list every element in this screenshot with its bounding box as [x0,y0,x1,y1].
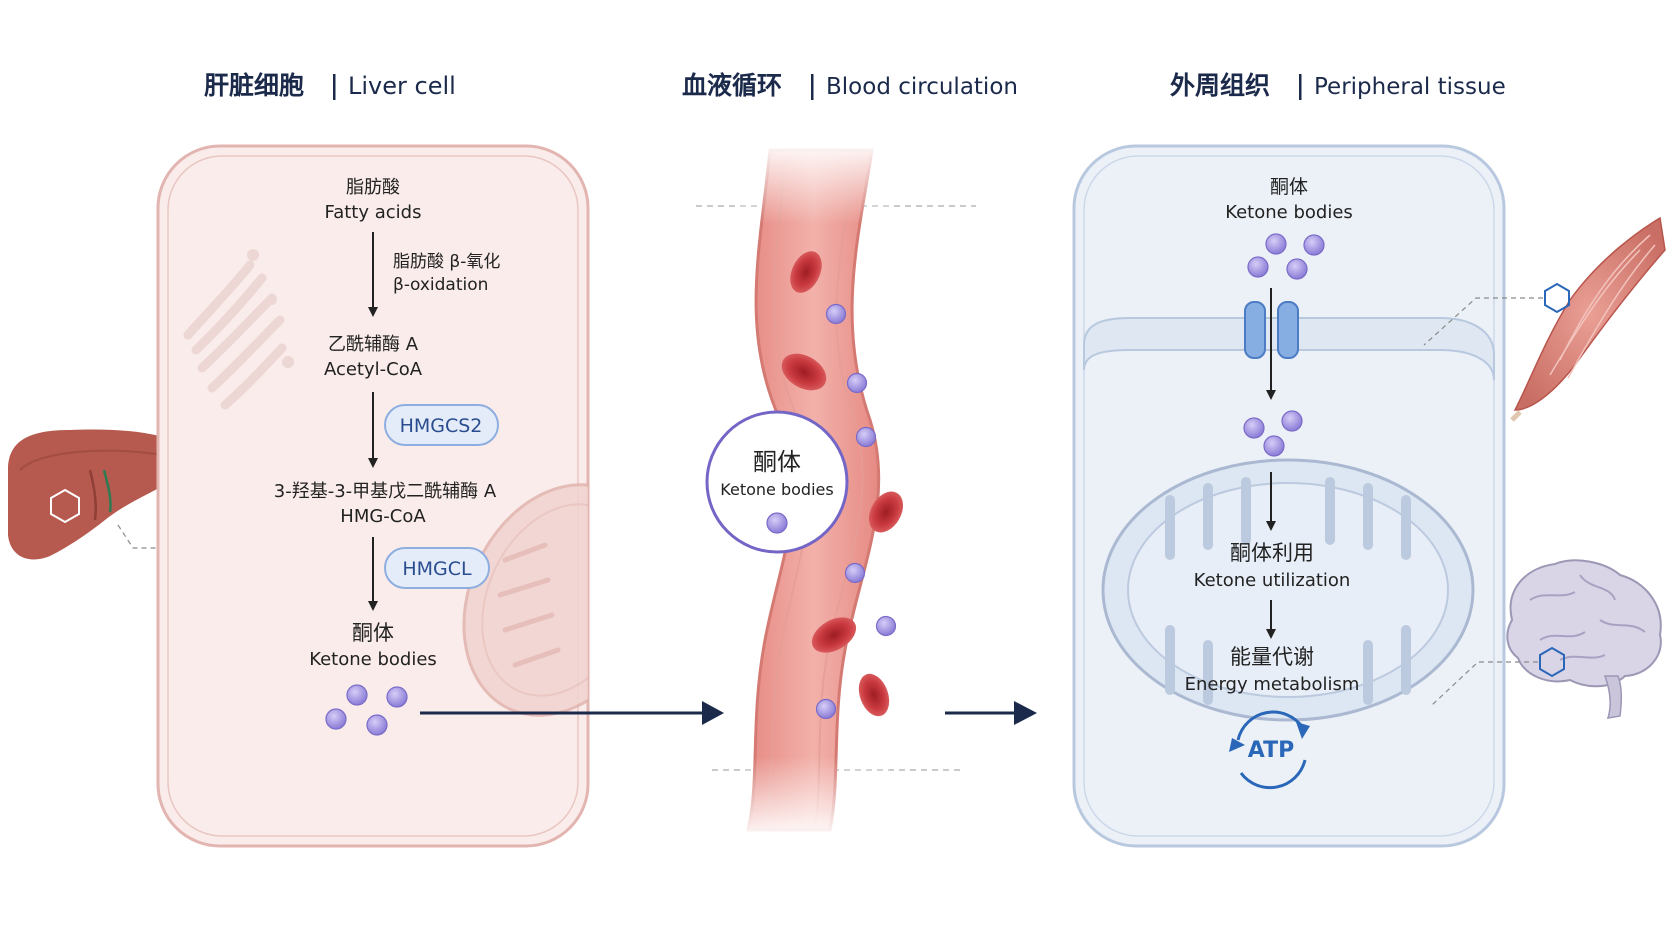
ketone-bodies-callout: 酮体 Ketone bodies [705,410,849,554]
acetyl-coa-label-cn: 乙酰辅酶 A [328,334,419,355]
title-divider [333,74,336,100]
title-divider [811,74,814,100]
title-blood-cn: 血液循环 [682,71,782,100]
ketone-body-dot [844,562,866,584]
acetyl-coa-label-en: Acetyl-CoA [324,359,423,380]
fatty-acids-label-cn: 脂肪酸 [346,177,400,198]
hmg-coa-label-cn: 3-羟基-3-甲基戊二酰辅酶 A [274,481,497,502]
enzyme-badge-hmgcl [384,547,490,589]
red-blood-cell [781,353,827,391]
ketone-body-dot [386,686,408,708]
atp-label: ATP [1248,738,1294,763]
beta-oxidation-label-en: β-oxidation [393,275,488,295]
red-blood-cell [858,673,890,717]
ketone-body-dot [366,714,388,736]
ketone-body-dot [1286,258,1308,280]
ketone-utilization-label-cn: 酮体利用 [1230,541,1314,565]
atp-cycle-icon: ATP [1229,710,1310,790]
ketone-body-dot [825,303,847,325]
ketone-bodies-in-blood [815,303,897,720]
enzyme-badge-hmgcs2 [384,404,499,446]
title-blood-en: Blood circulation [826,74,1018,100]
enzyme-hmgcs2-label: HMGCS2 [400,415,483,437]
ketone-utilization-label-en: Ketone utilization [1194,570,1351,591]
golgi-apparatus-illustration [183,249,294,410]
export-arrow-head [702,701,724,725]
ketone-body-dot [855,426,877,448]
transport-arrow-head [1014,701,1037,725]
mitochondrion-illustration [1101,458,1475,722]
ketone-body-dot [815,698,837,720]
red-blood-cell [811,617,857,653]
red-blood-cell [790,251,822,293]
ketone-body-dot [325,708,347,730]
membrane-transporter-icon [1244,301,1299,359]
brain-illustration [1431,559,1662,719]
muscle-illustration [1423,216,1666,422]
title-divider [1299,74,1302,100]
ketone-body-dot [1247,256,1269,278]
ketone-body-dot [875,615,897,637]
red-blood-cells [781,251,904,717]
energy-metabolism-label-en: Energy metabolism [1185,674,1360,695]
peripheral-cell-inner-membrane [1083,155,1495,837]
ketone-body-dot [766,512,788,534]
hmg-coa-label-en: HMG-CoA [340,506,426,527]
tissue-ketone-label-cn: 酮体 [1270,176,1308,198]
tissue-ketone-label-en: Ketone bodies [1225,202,1353,223]
ketone-body-dot [1263,435,1285,457]
enzyme-hmgcl-label: HMGCL [402,558,472,580]
section-title-blood: 血液循环 Blood circulation [682,71,1018,100]
title-liver-en: Liver cell [348,72,456,100]
ketone-body-cluster-liver [325,684,408,736]
ketone-body-dot [1303,234,1325,256]
title-peripheral-en: Peripheral tissue [1314,74,1506,100]
ketone-body-cluster-tissue-top [1247,233,1325,280]
ketone-body-dot [346,684,368,706]
ketone-body-dot [1265,233,1287,255]
callout-ketone-label-cn: 酮体 [753,448,801,476]
beta-oxidation-label-cn: 脂肪酸 β-氧化 [393,252,500,272]
section-title-liver: 肝脏细胞 Liver cell [204,71,456,100]
ketone-body-dot [1243,417,1265,439]
title-liver-cn: 肝脏细胞 [204,71,304,100]
ketone-body-cluster-tissue-mid [1243,410,1303,457]
title-peripheral-cn: 外周组织 [1170,71,1270,100]
red-blood-cell [868,491,904,533]
liver-organ-illustration [8,429,197,560]
ketone-body-dot [1281,410,1303,432]
fatty-acids-label-en: Fatty acids [325,202,422,223]
energy-metabolism-label-cn: 能量代谢 [1230,645,1314,669]
ketone-bodies-label-en: Ketone bodies [309,649,437,670]
section-title-peripheral: 外周组织 Peripheral tissue [1170,71,1506,100]
ketone-bodies-label-cn: 酮体 [352,621,394,645]
ketone-body-dot [846,372,868,394]
callout-ketone-label-en: Ketone bodies [720,480,833,499]
